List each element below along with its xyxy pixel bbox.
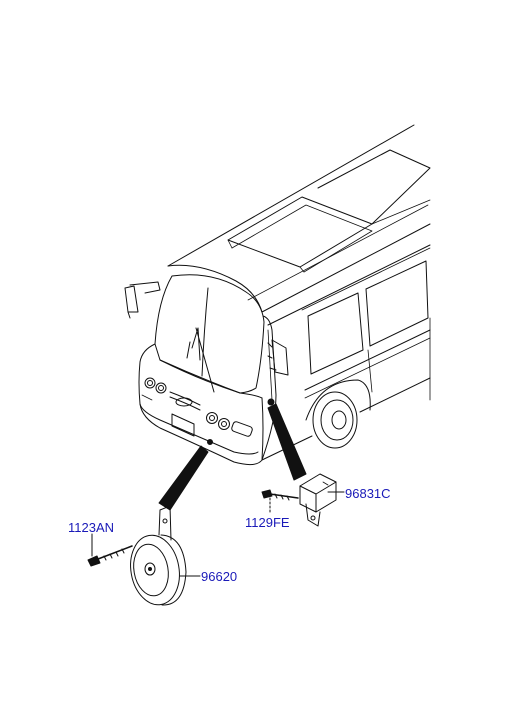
horn-callout-wedge bbox=[158, 445, 209, 511]
side-belt-upper bbox=[267, 244, 431, 326]
sensor-callout-wedge bbox=[267, 403, 307, 481]
horn-sensor-part bbox=[299, 473, 337, 527]
license-plate bbox=[171, 413, 195, 437]
part-label-96620[interactable]: 96620 bbox=[201, 569, 238, 584]
side-lower-line bbox=[304, 329, 431, 391]
part-label-1129fe[interactable]: 1129FE bbox=[245, 515, 290, 530]
part-label-96831c[interactable]: 96831C bbox=[345, 486, 391, 501]
roof-rear-panel bbox=[317, 149, 431, 225]
headlights-left bbox=[144, 377, 167, 394]
windshield-divider bbox=[201, 287, 209, 377]
right-mirror bbox=[267, 339, 289, 376]
grille bbox=[169, 391, 201, 411]
bus-illustration bbox=[124, 124, 431, 466]
horn-sensor-bolt-part bbox=[261, 489, 299, 501]
front-door bbox=[261, 315, 277, 461]
part-label-1123an[interactable]: 1123AN bbox=[68, 520, 115, 535]
horn-mount-point bbox=[207, 439, 213, 445]
horn-bolt-part bbox=[87, 545, 133, 567]
wiper bbox=[186, 327, 215, 393]
headlights-right bbox=[206, 412, 230, 430]
bus-roof-edge-side bbox=[261, 223, 431, 313]
front-wheel bbox=[305, 379, 371, 449]
sensor-mount-point bbox=[267, 398, 275, 406]
left-mirror bbox=[124, 281, 161, 319]
front-bumper bbox=[139, 403, 259, 455]
front-face bbox=[138, 343, 264, 466]
bus-roof-edge-front bbox=[167, 124, 415, 267]
side-window-1 bbox=[307, 292, 364, 375]
bus-roof-front bbox=[167, 264, 263, 313]
roof-panel bbox=[227, 196, 373, 268]
horn-part bbox=[130, 505, 187, 606]
side-window-2 bbox=[365, 260, 429, 347]
